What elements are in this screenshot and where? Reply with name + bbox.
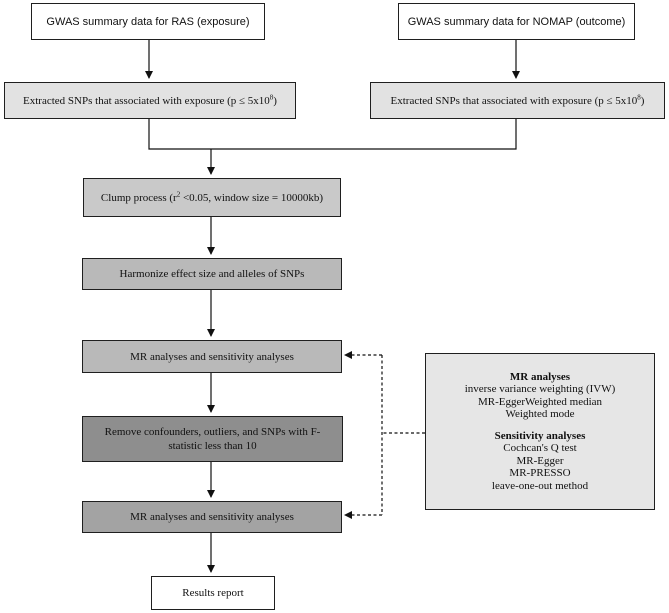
sensitivity-analyses-heading: Sensitivity analyses — [494, 429, 586, 442]
mr-analyses-label-2: MR analyses and sensitivity analyses — [130, 511, 294, 523]
extract-snps-left-label: Extracted SNPs that associated with expo… — [23, 92, 277, 107]
harmonize-box: Harmonize effect size and alleles of SNP… — [82, 258, 342, 290]
results-report-label: Results report — [182, 587, 244, 599]
sensitivity-method-item: MR-PRESSO — [509, 467, 571, 480]
extract-snps-right-box: Extracted SNPs that associated with expo… — [370, 82, 665, 119]
extract-snps-left-box: Extracted SNPs that associated with expo… — [4, 82, 296, 119]
harmonize-label: Harmonize effect size and alleles of SNP… — [119, 268, 305, 280]
mr-method-item: inverse variance weighting (IVW) — [464, 383, 616, 396]
sensitivity-method-item: Cochcan's Q test — [503, 442, 577, 455]
mr-analyses-box-1: MR analyses and sensitivity analyses — [82, 340, 342, 373]
clump-process-box: Clump process (r2 <0.05, window size = 1… — [83, 178, 341, 217]
extract-snps-right-label: Extracted SNPs that associated with expo… — [390, 92, 645, 107]
merge-connector — [148, 119, 517, 150]
remove-confounders-label: Remove confounders, outliers, and SNPs w… — [104, 426, 321, 452]
nomap-outcome-label: GWAS summary data for NOMAP (outcome) — [407, 15, 626, 28]
ras-exposure-box: GWAS summary data for RAS (exposure) — [31, 3, 265, 40]
nomap-outcome-box: GWAS summary data for NOMAP (outcome) — [398, 3, 635, 40]
sensitivity-method-item: MR-Egger — [516, 454, 564, 467]
clump-process-label: Clump process (r2 <0.05, window size = 1… — [100, 189, 324, 204]
mr-method-item: MR-EggerWeighted median — [477, 395, 603, 408]
ras-exposure-label: GWAS summary data for RAS (exposure) — [46, 15, 250, 28]
mr-analyses-heading: MR analyses — [509, 370, 571, 383]
mr-analyses-label-1: MR analyses and sensitivity analyses — [130, 350, 294, 363]
sensitivity-method-item: leave-one-out method — [491, 479, 589, 492]
mr-analyses-box-2: MR analyses and sensitivity analyses — [82, 501, 342, 533]
remove-confounders-box: Remove confounders, outliers, and SNPs w… — [82, 416, 343, 462]
methods-legend-box: MR analyses inverse variance weighting (… — [425, 353, 655, 510]
mr-method-item: Weighted mode — [505, 408, 575, 421]
legend-spacer — [426, 421, 654, 430]
results-report-box: Results report — [151, 576, 275, 610]
